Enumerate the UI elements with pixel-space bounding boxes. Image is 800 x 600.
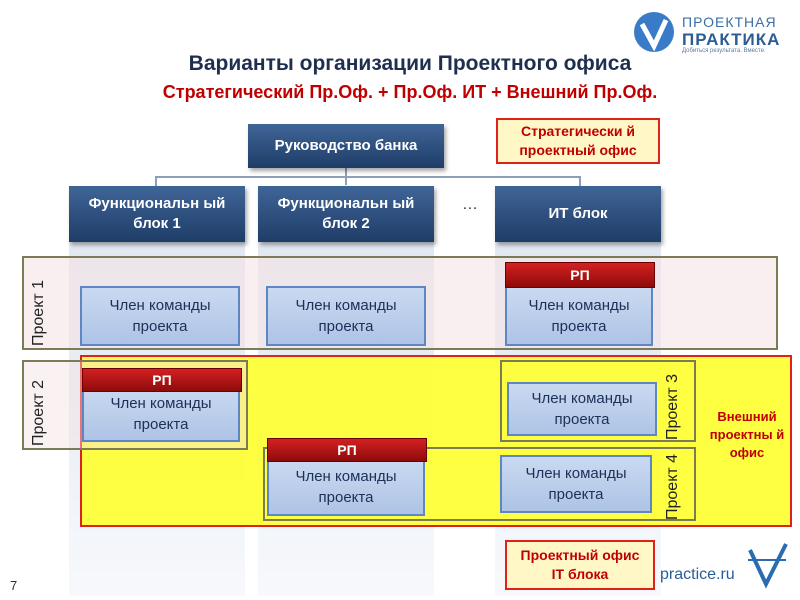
project1-label: Проект 1 (30, 279, 47, 346)
connector-func1 (155, 176, 157, 186)
team-member-p4-func2: Член команды проекта (267, 458, 425, 516)
ellipsis: … (462, 196, 478, 213)
rp-badge-p2: РП (82, 368, 242, 392)
team-member-p1-func2: Член команды проекта (266, 286, 426, 346)
management-box: Руководство банка (248, 124, 444, 168)
team-member-p3-it: Член команды проекта (507, 382, 657, 436)
team-member-p1-func1: Член команды проекта (80, 286, 240, 346)
project4-band (263, 447, 696, 521)
external-office-label: Внешний проектны й офис (709, 409, 785, 461)
footer-url[interactable]: practice.ru (660, 566, 735, 583)
page-title: Варианты организации Проектного офиса (188, 52, 632, 75)
column-head-func2: Функциональн ый блок 2 (258, 186, 434, 242)
rp-badge-p4: РП (267, 438, 427, 462)
logo-text-line2: ПРАКТИКА (682, 30, 781, 49)
page-subtitle: Стратегический Пр.Оф. + Пр.Оф. ИТ + Внеш… (162, 82, 658, 102)
team-member-p4-it: Член команды проекта (500, 455, 652, 513)
rp-badge-p1: РП (505, 262, 655, 288)
connector-it (579, 176, 581, 186)
connector-horizontal (155, 176, 580, 178)
logo-text-line1: ПРОЕКТНАЯ (682, 14, 777, 30)
project2-label: Проект 2 (30, 379, 47, 446)
logo-tagline: Добиться результата. Вместе. (682, 48, 766, 54)
footer-logo-icon (748, 543, 788, 589)
project3-band (500, 360, 696, 442)
page-number: 7 (10, 578, 18, 593)
project4-label: Проект 4 (664, 453, 681, 520)
column-head-func1: Функциональн ый блок 1 (69, 186, 245, 242)
strategic-office-box: Стратегически й проектный офис (496, 118, 660, 164)
logo-icon (634, 12, 674, 52)
team-member-p2-func1: Член команды проекта (82, 386, 240, 442)
team-member-p1-it: Член команды проекта (505, 286, 653, 346)
column-head-it: ИТ блок (495, 186, 661, 242)
it-project-office-box: Проектный офис IT блока (505, 540, 655, 590)
project3-label: Проект 3 (664, 373, 681, 440)
